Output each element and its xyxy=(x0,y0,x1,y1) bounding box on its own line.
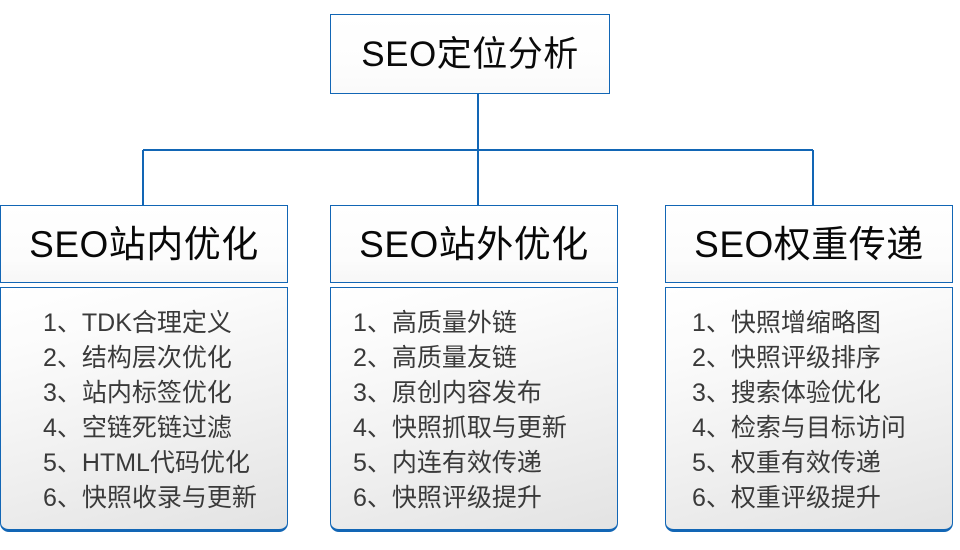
branch-column-2: SEO站外优化 1、高质量外链 2、高质量友链 3、原创内容发布 4、快照抓取与… xyxy=(330,205,618,532)
list-item: 4、空链死链过滤 xyxy=(43,414,232,442)
list-item: 4、检索与目标访问 xyxy=(692,414,906,442)
list-item: 6、权重评级提升 xyxy=(692,484,881,512)
item-list-2: 1、高质量外链 2、高质量友链 3、原创内容发布 4、快照抓取与更新 5、内连有… xyxy=(331,306,617,516)
list-item: 2、高质量友链 xyxy=(353,344,517,372)
list-item: 3、原创内容发布 xyxy=(353,379,542,407)
list-item: 4、快照抓取与更新 xyxy=(353,414,567,442)
list-item: 2、快照评级排序 xyxy=(692,344,881,372)
branch-body-2: 1、高质量外链 2、高质量友链 3、原创内容发布 4、快照抓取与更新 5、内连有… xyxy=(330,287,618,532)
list-item: 2、结构层次优化 xyxy=(43,344,232,372)
branch-header-1: SEO站内优化 xyxy=(0,205,288,283)
list-item: 3、站内标签优化 xyxy=(43,379,232,407)
branch-header-label-3: SEO权重传递 xyxy=(694,223,924,265)
list-item: 1、快照增缩略图 xyxy=(692,309,881,337)
branch-header-label-1: SEO站内优化 xyxy=(29,223,259,265)
list-item: 5、权重有效传递 xyxy=(692,449,881,477)
list-item: 1、高质量外链 xyxy=(353,309,517,337)
branch-body-3: 1、快照增缩略图 2、快照评级排序 3、搜索体验优化 4、检索与目标访问 5、权… xyxy=(665,287,953,532)
list-item: 1、TDK合理定义 xyxy=(43,309,232,337)
branch-header-3: SEO权重传递 xyxy=(665,205,953,283)
list-item: 6、快照收录与更新 xyxy=(43,484,257,512)
list-item: 5、内连有效传递 xyxy=(353,449,542,477)
branch-header-2: SEO站外优化 xyxy=(330,205,618,283)
list-item: 6、快照评级提升 xyxy=(353,484,542,512)
branch-column-3: SEO权重传递 1、快照增缩略图 2、快照评级排序 3、搜索体验优化 4、检索与… xyxy=(665,205,953,532)
root-node: SEO定位分析 xyxy=(330,14,610,94)
list-item: 3、搜索体验优化 xyxy=(692,379,881,407)
branch-column-1: SEO站内优化 1、TDK合理定义 2、结构层次优化 3、站内标签优化 4、空链… xyxy=(0,205,288,532)
list-item: 5、HTML代码优化 xyxy=(43,449,250,477)
branch-header-label-2: SEO站外优化 xyxy=(359,223,589,265)
item-list-3: 1、快照增缩略图 2、快照评级排序 3、搜索体验优化 4、检索与目标访问 5、权… xyxy=(666,306,952,516)
root-node-label: SEO定位分析 xyxy=(361,34,579,74)
branch-body-1: 1、TDK合理定义 2、结构层次优化 3、站内标签优化 4、空链死链过滤 5、H… xyxy=(0,287,288,532)
item-list-1: 1、TDK合理定义 2、结构层次优化 3、站内标签优化 4、空链死链过滤 5、H… xyxy=(1,306,287,516)
